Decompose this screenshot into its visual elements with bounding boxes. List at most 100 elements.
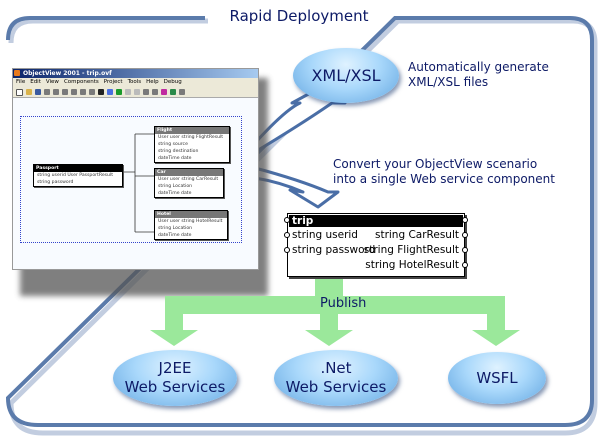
port-icon[interactable] <box>462 217 468 223</box>
component-row: string source <box>158 142 188 147</box>
component-row: User user string HotelResult <box>158 219 223 224</box>
menu-file[interactable]: File <box>16 79 26 85</box>
undo-icon[interactable] <box>71 89 77 95</box>
target-dotnet-line2: Web Services <box>285 378 387 396</box>
target-dotnet-line1: .Net <box>320 359 352 377</box>
component-row: dateTime date <box>158 156 192 161</box>
target-j2ee-line2: Web Services <box>124 378 226 396</box>
menu-help[interactable]: Help <box>146 79 159 85</box>
cut-icon[interactable] <box>44 89 50 95</box>
component-row: string destination <box>158 149 199 154</box>
port-icon[interactable] <box>284 217 290 223</box>
pause-icon[interactable] <box>125 89 131 95</box>
trip-row: string HotelResult <box>288 258 464 273</box>
trip-row: string userid string CarResult <box>288 228 464 243</box>
arrow-to-dotnet <box>305 296 353 346</box>
trip-row: string password string FlightResult <box>288 243 464 258</box>
document-icon[interactable] <box>152 89 158 95</box>
convert-description: Convert your ObjectView scenario into a … <box>333 157 555 187</box>
globe-icon[interactable] <box>170 89 176 95</box>
trip-output-flightresult: string FlightResult <box>363 244 459 256</box>
new-file-icon[interactable] <box>16 88 23 96</box>
window-titlebar: ObjectView 2001 - trip.ovf <box>13 69 258 78</box>
component-title: Car <box>155 169 223 176</box>
xml-xsl-label: XML/XSL <box>311 66 381 85</box>
target-dotnet: .Net Web Services <box>274 350 398 406</box>
print-icon[interactable] <box>179 89 185 95</box>
publish-stem <box>315 276 343 298</box>
target-j2ee-line1: J2EE <box>158 359 192 377</box>
port-icon[interactable] <box>284 247 290 253</box>
open-folder-icon[interactable] <box>26 89 32 95</box>
xml-xsl-node: XML/XSL <box>293 48 399 103</box>
arrow-down-to-trip <box>253 166 340 209</box>
trip-input-userid: string userid <box>292 229 358 241</box>
menu-edit[interactable]: Edit <box>30 79 41 85</box>
trip-output-hotelresult: string HotelResult <box>365 259 459 271</box>
component-row: User user string CarResult <box>158 177 219 182</box>
menu-project[interactable]: Project <box>103 79 123 85</box>
copy-icon[interactable] <box>53 89 59 95</box>
paste-icon[interactable] <box>62 89 68 95</box>
menu-components[interactable]: Components <box>63 79 99 85</box>
connector-lines <box>121 133 154 233</box>
component-flight[interactable]: Flight User user string FlightResult str… <box>154 126 230 163</box>
app-icon <box>14 70 20 76</box>
stop-icon[interactable] <box>134 89 140 95</box>
xml-description: Automatically generate XML/XSL files <box>408 60 549 90</box>
arrow-to-j2ee <box>150 296 198 346</box>
target-j2ee: J2EE Web Services <box>113 350 237 406</box>
menubar: File Edit View Components Project Tools … <box>13 78 258 87</box>
component-passport[interactable]: Passport string userid User PassportResu… <box>33 164 123 187</box>
objectview-window: ObjectView 2001 - trip.ovf File Edit Vie… <box>12 68 259 270</box>
selection-box <box>20 116 242 243</box>
trip-input-password: string password <box>292 244 376 256</box>
find-icon[interactable] <box>98 89 104 95</box>
publish-label: Publish <box>320 296 367 311</box>
menu-view[interactable]: View <box>45 79 59 85</box>
arrow-up-to-xml <box>253 83 347 154</box>
component-row: dateTime date <box>158 233 192 238</box>
trip-title: trip <box>289 215 463 227</box>
menu-tools[interactable]: Tools <box>127 79 142 85</box>
properties-icon[interactable] <box>143 89 149 95</box>
port-icon[interactable] <box>462 232 468 238</box>
toolbar <box>13 87 258 98</box>
trip-component[interactable]: trip string userid string CarResult stri… <box>284 213 468 277</box>
convert-description-line1: Convert your ObjectView scenario <box>333 157 538 171</box>
component-title: Hotel <box>155 211 227 218</box>
window-title: ObjectView 2001 - trip.ovf <box>23 70 112 77</box>
trip-output-carresult: string CarResult <box>374 229 459 241</box>
menu-debug[interactable]: Debug <box>163 79 182 85</box>
port-icon[interactable] <box>284 232 290 238</box>
target-wsfl-label: WSFL <box>476 368 518 387</box>
component-car[interactable]: Car User user string CarResult string Lo… <box>154 168 224 198</box>
xml-description-line1: Automatically generate <box>408 60 549 74</box>
port-icon[interactable] <box>462 262 468 268</box>
arrow-to-wsfl <box>472 296 520 346</box>
component-hotel[interactable]: Hotel User user string HotelResult strin… <box>154 210 228 240</box>
component-title: Passport <box>34 165 122 172</box>
transfer-icon[interactable] <box>161 89 167 95</box>
component-row: string Location <box>158 226 193 231</box>
run-icon[interactable] <box>116 89 122 95</box>
component-row: string password <box>37 180 74 185</box>
design-canvas[interactable]: Passport string userid User PassportResu… <box>13 98 258 269</box>
redo-icon[interactable] <box>80 89 86 95</box>
component-row: string userid User PassportResult <box>37 173 114 178</box>
convert-description-line2: into a single Web service component <box>333 172 555 186</box>
connect-icon[interactable] <box>107 89 113 95</box>
save-icon[interactable] <box>35 89 41 95</box>
port-icon[interactable] <box>462 247 468 253</box>
component-title: Flight <box>155 127 229 134</box>
layout-icon[interactable] <box>89 89 95 95</box>
component-row: User user string FlightResult <box>158 135 224 140</box>
target-wsfl: WSFL <box>448 352 546 404</box>
xml-description-line2: XML/XSL files <box>408 75 489 89</box>
frame-title: Rapid Deployment <box>214 6 384 26</box>
component-row: dateTime date <box>158 191 192 196</box>
